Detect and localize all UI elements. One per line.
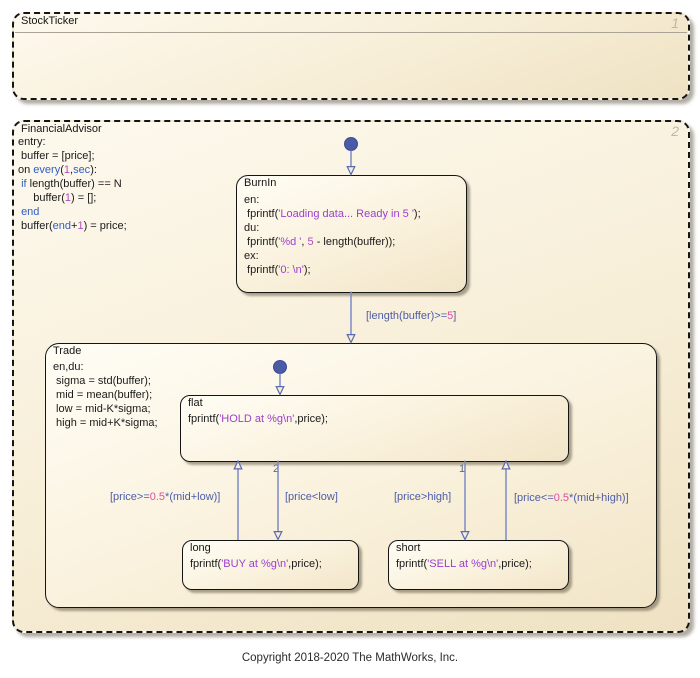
state-title-financialadvisor: FinancialAdvisor — [21, 123, 102, 135]
code-line: fprintf('BUY at %g\n',price); — [190, 558, 322, 570]
trade-code: en,du: sigma = std(buffer); mid = mean(b… — [53, 360, 158, 430]
code-line: on every(1,sec): — [18, 164, 97, 176]
code-line: buffer(1) = []; — [18, 192, 97, 204]
transition-label-burnin-to-trade[interactable]: [length(buffer)>=5] — [366, 310, 457, 322]
flat-code: fprintf('HOLD at %g\n',price); — [188, 412, 328, 426]
state-flat[interactable]: flat fprintf('HOLD at %g\n',price); — [180, 395, 569, 462]
code-line: fprintf('%d ', 5 - length(buffer)); — [244, 236, 396, 248]
state-title-long: long — [190, 542, 211, 554]
code-line: end — [21, 206, 40, 218]
burnin-code: en: fprintf('Loading data... Ready in 5 … — [244, 193, 421, 277]
code-line: entry: — [18, 136, 46, 148]
state-burnin[interactable]: BurnIn en: fprintf('Loading data... Read… — [236, 175, 467, 293]
transition-label-long-to-flat[interactable]: [price>=0.5*(mid+low)] — [110, 491, 221, 503]
code-line: mid = mean(buffer); — [53, 389, 153, 401]
state-badge-financialadvisor: 2 — [671, 123, 679, 139]
transition-label-flat-to-short[interactable]: [price>high] — [394, 491, 452, 503]
transition-label-short-to-flat[interactable]: [price<=0.5*(mid+high)] — [514, 492, 629, 504]
long-code: fprintf('BUY at %g\n',price); — [190, 557, 322, 571]
state-long[interactable]: long fprintf('BUY at %g\n',price); — [182, 540, 359, 590]
state-title-trade: Trade — [53, 345, 82, 357]
code-line: ex: — [244, 250, 259, 262]
code-line: du: — [244, 222, 260, 234]
code-line: buffer(end+1) = price; — [18, 220, 127, 232]
title-separator — [15, 32, 687, 33]
financialadvisor-code: entry: buffer = [price]; on every(1,sec)… — [18, 135, 127, 233]
transition-number-flat-to-long: 2 — [273, 463, 280, 475]
code-line: high = mid+K*sigma; — [53, 417, 158, 429]
state-title-short: short — [396, 542, 421, 554]
transition-number-flat-to-short: 1 — [459, 463, 466, 475]
state-badge-stockticker: 1 — [671, 15, 679, 31]
code-line: fprintf('0: \n'); — [244, 264, 311, 276]
transition-label-flat-to-long[interactable]: [price<low] — [285, 491, 338, 503]
code-line: buffer = [price]; — [18, 150, 95, 162]
state-title-flat: flat — [188, 397, 203, 409]
short-code: fprintf('SELL at %g\n',price); — [396, 557, 532, 571]
code-line: fprintf('Loading data... Ready in 5 '); — [244, 208, 421, 220]
state-short[interactable]: short fprintf('SELL at %g\n',price); — [388, 540, 569, 590]
copyright-text: Copyright 2018-2020 The MathWorks, Inc. — [241, 652, 459, 664]
code-line: low = mid-K*sigma; — [53, 403, 151, 415]
state-title-burnin: BurnIn — [244, 177, 277, 189]
code-line: en,du: — [53, 361, 84, 373]
code-line: if length(buffer) == N — [21, 178, 122, 190]
code-line: sigma = std(buffer); — [53, 375, 151, 387]
code-line: fprintf('HOLD at %g\n',price); — [188, 413, 328, 425]
code-line: fprintf('SELL at %g\n',price); — [396, 558, 532, 570]
code-line: en: — [244, 194, 260, 206]
state-title-stockticker: StockTicker — [21, 15, 79, 27]
state-stockticker[interactable]: StockTicker 1 — [12, 12, 690, 100]
